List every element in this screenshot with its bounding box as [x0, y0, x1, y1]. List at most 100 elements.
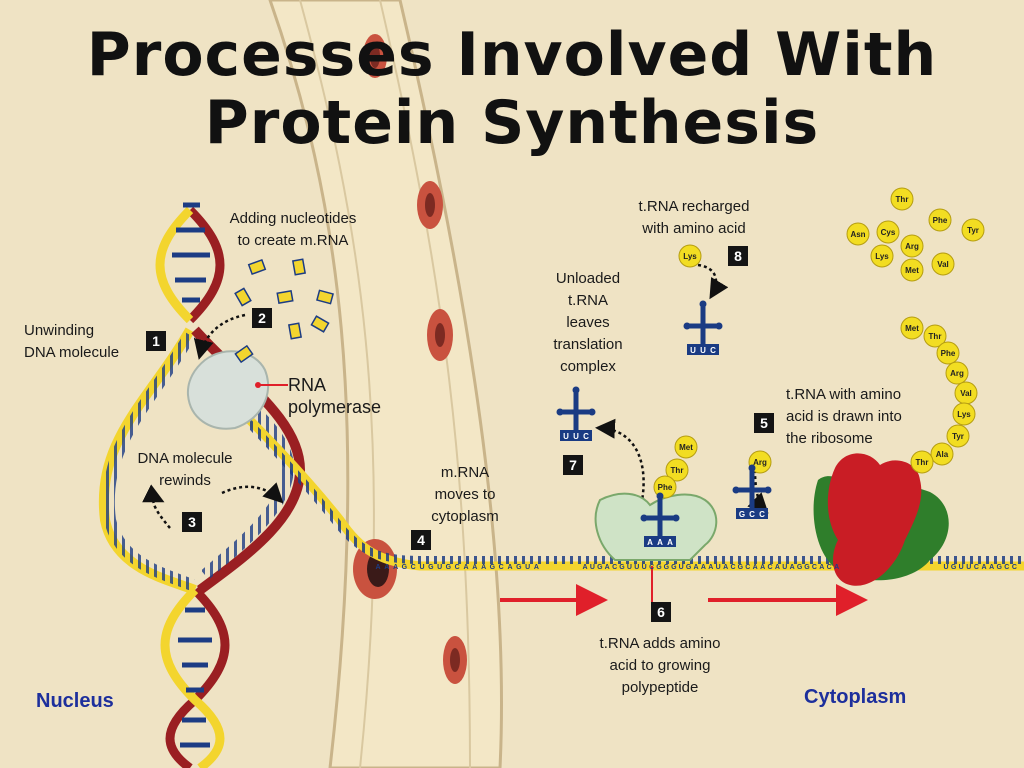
mrna-ribosome-base: G — [597, 564, 603, 571]
step-3-badge: 3 — [182, 512, 202, 532]
mrna-base: G — [490, 564, 496, 571]
amino-acid-arg: Arg — [900, 234, 924, 258]
chain-amino-acid-phe-label: Phe — [941, 349, 956, 358]
mrna-base: A — [384, 564, 389, 571]
amino-acid-val: Val — [931, 252, 955, 276]
chain-amino-acid-met-label: Met — [905, 324, 919, 333]
mrna-ribosome-base: A — [834, 564, 839, 571]
mrna-ribosome-base: A — [582, 564, 587, 571]
mrna-ribosome-base: U — [627, 564, 632, 571]
amino-acid-phe-label: Phe — [933, 216, 948, 225]
nuclear-envelope-outer-line — [379, 0, 471, 768]
mrna-bases — [212, 385, 1024, 564]
mrna-ribosome-base: C — [649, 564, 654, 571]
recharged-trna-anticodon-base: U — [700, 346, 706, 355]
step-2-badge: 2 — [252, 308, 272, 328]
mrna-ribosome-base: G — [619, 564, 625, 571]
dna-helix-upper — [155, 202, 225, 324]
unloaded-trna-anticodon-base: U — [573, 432, 579, 441]
unloaded-trna-anticodon-base: C — [583, 432, 589, 441]
amino-acid-cys: Cys — [876, 220, 900, 244]
complex-amino-acid-thr: Thr — [665, 458, 689, 482]
recharged-amino-acid: Lys — [678, 244, 702, 268]
mrna-ribosome-base: C — [827, 564, 832, 571]
mrna-base: G — [428, 564, 434, 571]
chain-amino-acid-thr: Thr — [923, 324, 947, 348]
mrna-base: G — [446, 564, 452, 571]
mrna-end-base: C — [1012, 564, 1017, 571]
process-arrows — [142, 263, 769, 529]
region-nucleus: Nucleus — [36, 690, 114, 712]
direction-arrows — [500, 566, 868, 616]
step-7-badge: 7 — [563, 455, 583, 475]
mrna-end-base: U — [966, 564, 971, 571]
chain-amino-acid-ala: Ala — [930, 442, 954, 466]
chain-amino-acid-thr-label: Thr — [916, 458, 929, 467]
amino-acid-asn-label: Asn — [850, 230, 865, 239]
chain-amino-acid-lys: Lys — [952, 402, 976, 426]
mrna-base: A — [534, 564, 539, 571]
mrna-ribosome-base: U — [590, 564, 595, 571]
incoming-trna-anticodon-base: C — [749, 510, 755, 519]
incoming-amino-acid-label: Arg — [753, 458, 767, 467]
amino-acid-cys-label: Cys — [881, 228, 896, 237]
mrna-ribosome-base: U — [679, 564, 684, 571]
amino-acid-asn: Asn — [846, 222, 870, 246]
step-1-badge: 1 — [146, 331, 166, 351]
mrna-ribosome-base: G — [797, 564, 803, 571]
chain-amino-acid-phe: Phe — [936, 341, 960, 365]
incoming-trna-anticodon-base: G — [739, 510, 745, 519]
step-6-badge: 6 — [651, 602, 671, 622]
mrna-base: A — [481, 564, 486, 571]
mrna-ribosome-base: C — [612, 564, 617, 571]
incoming-trna-anticodon-base: C — [759, 510, 765, 519]
nuclear-envelope-inner-line — [299, 0, 375, 768]
ribosome — [813, 453, 949, 586]
chain-amino-acid-met: Met — [900, 316, 924, 340]
complex-trna-anticodon-base: A — [647, 538, 653, 547]
mrna-ribosome-base: C — [730, 564, 735, 571]
free-nucleotides — [234, 258, 334, 364]
mrna-base: C — [499, 564, 504, 571]
mrna-ribosome-base: C — [812, 564, 817, 571]
amino-acid-val-label: Val — [937, 260, 949, 269]
mrna-base: C — [455, 564, 460, 571]
page-title: Processes Involved With — [86, 20, 938, 90]
mrna-ribosome-base: U — [782, 564, 787, 571]
amino-acid-met: Met — [900, 258, 924, 282]
chain-amino-acid-lys-label: Lys — [957, 410, 971, 419]
mrna-ribosome-base: U — [634, 564, 639, 571]
dna-helix-lower — [160, 586, 230, 768]
mrna-end-base: C — [974, 564, 979, 571]
mrna-base: U — [525, 564, 530, 571]
chain-amino-acid-arg-label: Arg — [950, 369, 964, 378]
mrna-end-base: A — [989, 564, 994, 571]
mrna-ribosome-base: A — [753, 564, 758, 571]
mrna-ribosome-base: A — [790, 564, 795, 571]
mrna-ribosome-base: C — [767, 564, 772, 571]
amino-acid-tyr-label: Tyr — [967, 226, 979, 235]
mrna-end-base: U — [943, 564, 948, 571]
recharged-trna-anticodon-base: C — [710, 346, 716, 355]
rna-polymerase — [186, 350, 270, 430]
mrna-ribosome-base: C — [745, 564, 750, 571]
mrna-end-base: G — [996, 564, 1002, 571]
polypeptide-chain: MetThrPheArgValLysTyrAlaThrMetThrPheArgL… — [653, 244, 978, 499]
chain-amino-acid-tyr: Tyr — [946, 424, 970, 448]
mrna-ribosome-base: G — [656, 564, 662, 571]
complex-amino-acid-phe: Phe — [653, 475, 677, 499]
mrna-base: C — [411, 564, 416, 571]
recharged-amino-acid-label: Lys — [683, 252, 697, 261]
mrna-base: G — [516, 564, 522, 571]
chain-amino-acid-thr: Thr — [910, 450, 934, 474]
